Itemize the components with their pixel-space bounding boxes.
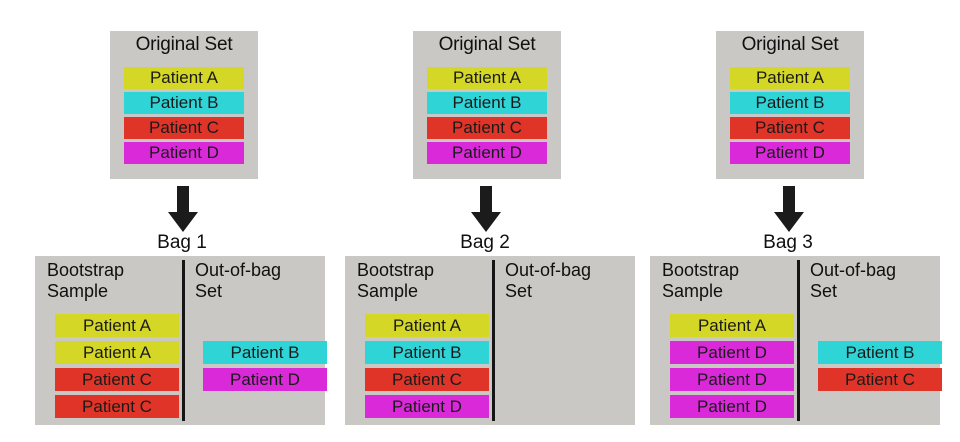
patient-bar: Patient C <box>55 368 179 391</box>
patient-bar: Patient D <box>203 368 327 391</box>
patient-bar: Patient A <box>55 314 179 337</box>
patient-bar: Patient B <box>203 341 327 364</box>
original-set-title: Original Set <box>135 34 233 55</box>
patient-bar: Patient C <box>55 395 179 418</box>
column-divider <box>797 260 800 421</box>
bootstrap-sample-header: Bootstrap Sample <box>47 260 125 301</box>
original-set-title: Original Set <box>741 34 839 55</box>
patient-bar: Patient A <box>730 67 850 89</box>
bootstrap-sample-header: Bootstrap Sample <box>357 260 435 301</box>
down-arrow-icon <box>163 186 203 232</box>
bag-label-1: Bag 1 <box>157 232 207 253</box>
patient-bar: Patient B <box>365 341 489 364</box>
patient-bar: Patient B <box>730 92 850 114</box>
patient-bar: Patient C <box>124 117 244 139</box>
bootstrap-sample-rows: Patient A Patient B Patient C Patient D <box>365 314 489 422</box>
patient-bar: Patient C <box>818 368 942 391</box>
patient-bar: Patient A <box>55 341 179 364</box>
patient-bar: Patient D <box>124 142 244 164</box>
original-set-rows: Patient A Patient B Patient C Patient D <box>124 67 244 167</box>
patient-bar: Patient D <box>365 395 489 418</box>
spacer-row <box>203 314 327 337</box>
patient-bar: Patient A <box>427 67 547 89</box>
patient-bar: Patient D <box>427 142 547 164</box>
bootstrap-sample-header: Bootstrap Sample <box>662 260 740 301</box>
arrow-shaft <box>177 186 189 214</box>
patient-bar: Patient C <box>365 368 489 391</box>
spacer-row <box>818 314 942 337</box>
arrow-head <box>471 212 501 232</box>
patient-bar: Patient A <box>124 67 244 89</box>
arrow-shaft <box>480 186 492 214</box>
patient-bar: Patient C <box>730 117 850 139</box>
column-divider <box>182 260 185 421</box>
original-set-title: Original Set <box>438 34 536 55</box>
out-of-bag-set-header: Out-of-bag Set <box>195 260 282 301</box>
arrow-head <box>774 212 804 232</box>
patient-bar: Patient B <box>124 92 244 114</box>
patient-bar: Patient A <box>365 314 489 337</box>
out-of-bag-set-rows: Patient B Patient C <box>818 314 942 395</box>
column-divider <box>492 260 495 421</box>
patient-bar: Patient D <box>670 341 794 364</box>
patient-bar: Patient C <box>427 117 547 139</box>
out-of-bag-set-header: Out-of-bag Set <box>810 260 897 301</box>
patient-bar: Patient D <box>670 395 794 418</box>
patient-bar: Patient B <box>427 92 547 114</box>
patient-bar: Patient B <box>818 341 942 364</box>
out-of-bag-set-header: Out-of-bag Set <box>505 260 592 301</box>
out-of-bag-set-rows: Patient B Patient D <box>203 314 327 395</box>
bootstrap-sample-rows: Patient A Patient D Patient D Patient D <box>670 314 794 422</box>
down-arrow-icon <box>769 186 809 232</box>
arrow-head <box>168 212 198 232</box>
patient-bar: Patient D <box>670 368 794 391</box>
bag-label-3: Bag 3 <box>763 232 813 253</box>
patient-bar: Patient D <box>730 142 850 164</box>
bootstrap-sample-rows: Patient A Patient A Patient C Patient C <box>55 314 179 422</box>
original-set-rows: Patient A Patient B Patient C Patient D <box>427 67 547 167</box>
arrow-shaft <box>783 186 795 214</box>
down-arrow-icon <box>466 186 506 232</box>
original-set-rows: Patient A Patient B Patient C Patient D <box>730 67 850 167</box>
bag-label-2: Bag 2 <box>460 232 510 253</box>
patient-bar: Patient A <box>670 314 794 337</box>
